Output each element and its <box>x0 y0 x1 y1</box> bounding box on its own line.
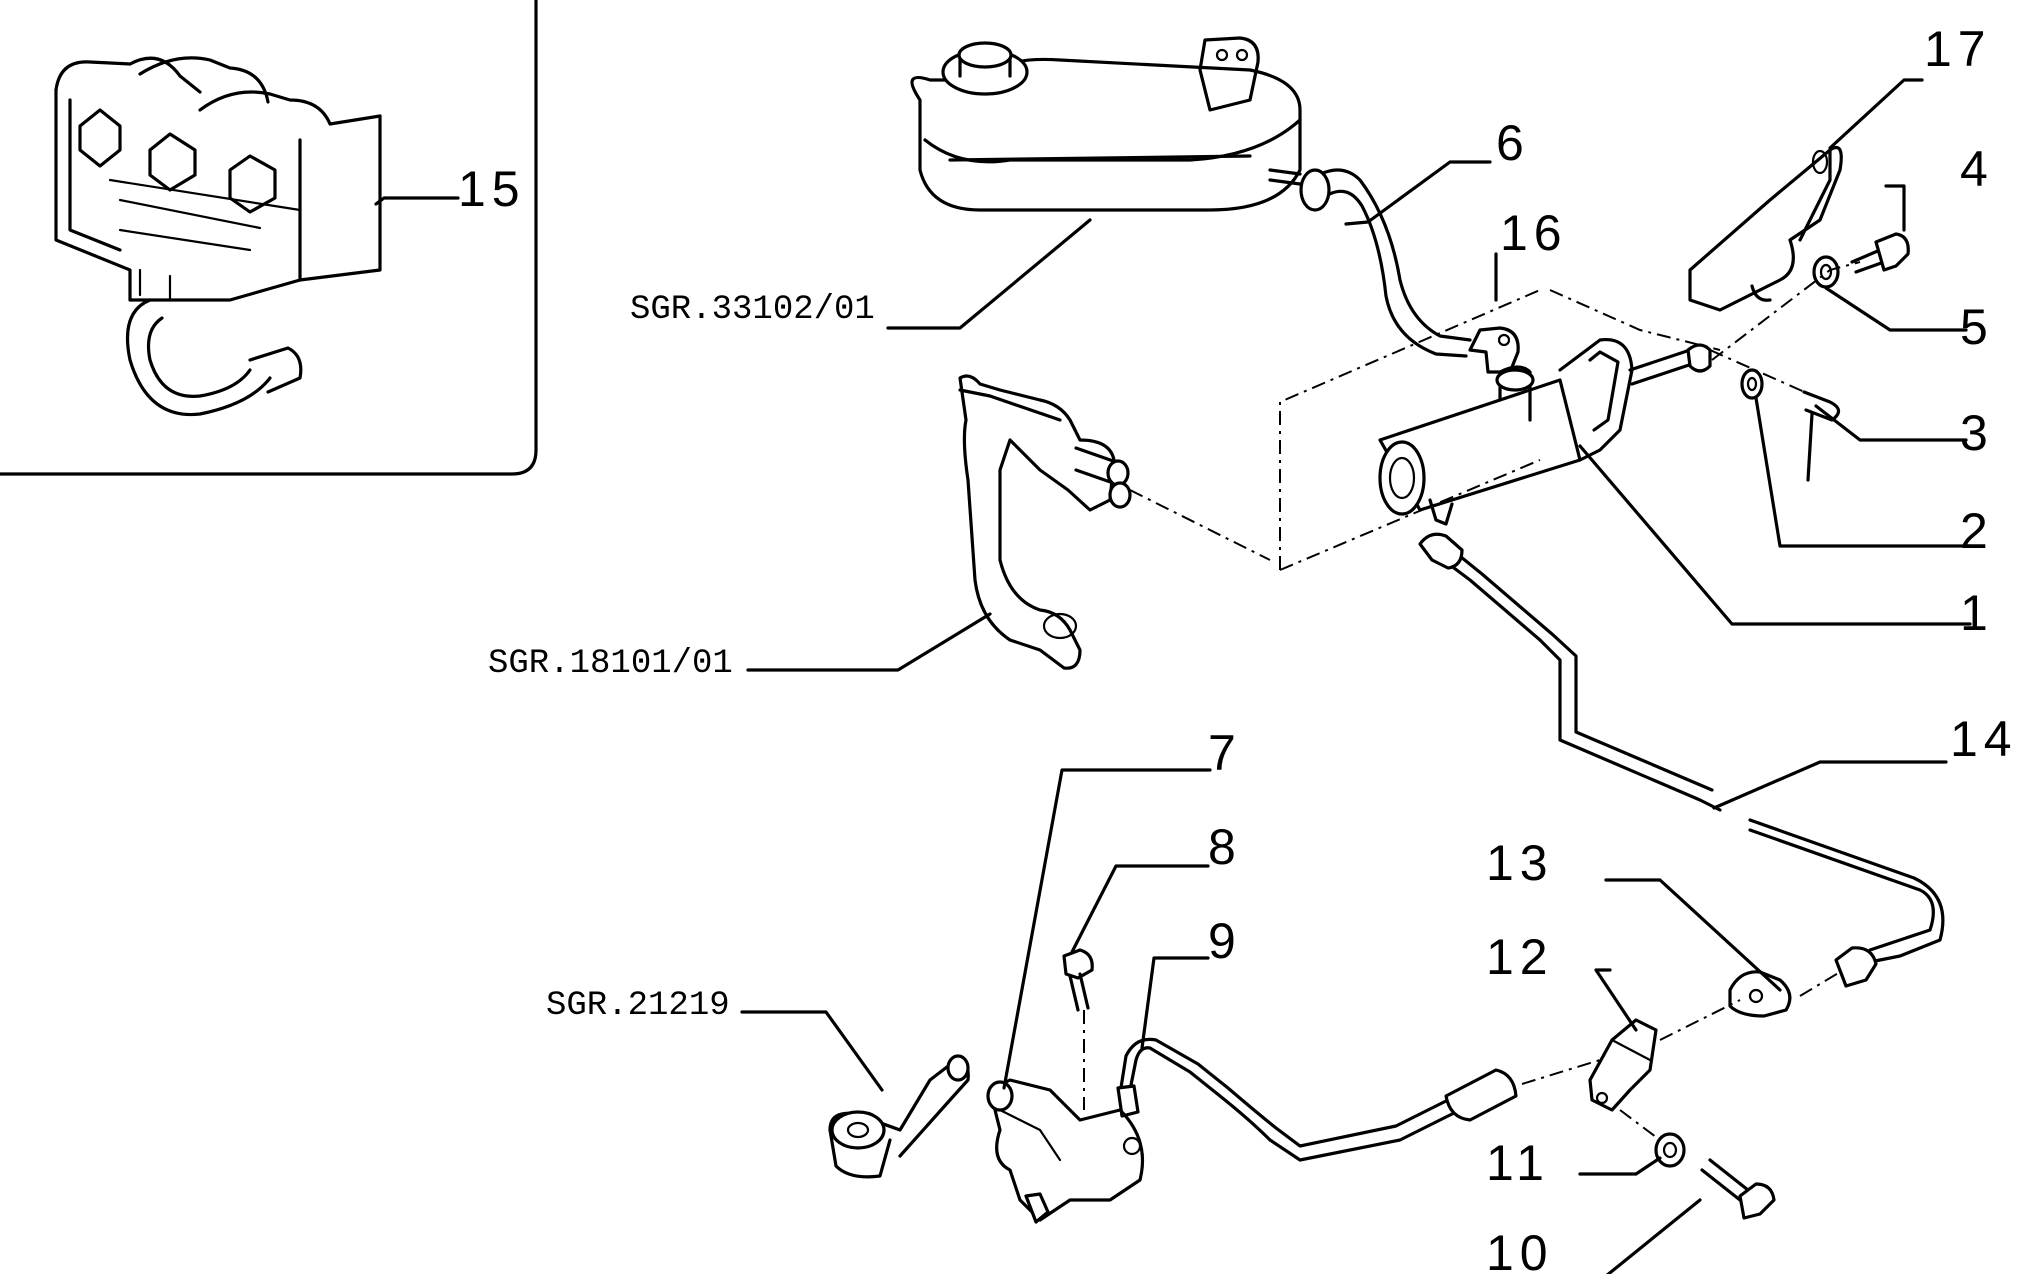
callout-8: 8 <box>1208 819 1242 875</box>
callout-6: 6 <box>1496 115 1530 171</box>
callout-11: 11 <box>1486 1135 1550 1191</box>
callout-7: 7 <box>1208 725 1242 781</box>
callout-13: 13 <box>1486 835 1554 891</box>
part-2-washer <box>1740 368 1764 400</box>
part-15-pipe-clip <box>54 56 382 417</box>
fork-lever <box>828 1054 970 1179</box>
callout-2: 2 <box>1960 503 1994 559</box>
reference-codes: SGR.33102/01 SGR.18101/01 SGR.21219 <box>488 291 875 1025</box>
clutch-pedal <box>958 374 1132 670</box>
assembly-lines <box>1083 261 1861 1141</box>
ref-fork-lever: SGR.21219 <box>546 987 730 1025</box>
part-12-bracket <box>1588 1018 1658 1112</box>
callout-labels: 15 6 16 17 4 5 3 2 1 14 7 8 9 13 12 11 1… <box>458 21 2018 1274</box>
leader-lines <box>374 78 1972 1274</box>
part-8-screw <box>1062 948 1094 1012</box>
callout-12: 12 <box>1486 929 1554 985</box>
part-13-clip <box>1728 970 1792 1018</box>
part-5-washer <box>1812 255 1840 289</box>
part-9-flexible-pipe <box>1116 1037 1518 1162</box>
ref-reservoir: SGR.33102/01 <box>630 291 875 329</box>
ref-pedal: SGR.18101/01 <box>488 645 733 683</box>
part-16-connector <box>1468 326 1520 374</box>
part-4-screw <box>1850 232 1910 274</box>
callout-3: 3 <box>1960 405 1994 461</box>
callout-5: 5 <box>1960 299 1994 355</box>
part-14-pipe <box>1418 532 1945 988</box>
callout-14: 14 <box>1950 711 2018 767</box>
reservoir <box>910 36 1302 212</box>
callout-15: 15 <box>458 161 526 217</box>
part-11-washer <box>1654 1132 1686 1168</box>
part-17-bracket <box>1688 145 1843 312</box>
part-6-hose <box>1299 168 1472 358</box>
callout-17: 17 <box>1924 21 1992 77</box>
part-1-master-cylinder <box>1378 337 1712 526</box>
part-7-slave-cylinder <box>986 1078 1145 1224</box>
callout-4: 4 <box>1960 141 1994 197</box>
part-10-screw <box>1700 1158 1776 1220</box>
callout-10: 10 <box>1486 1225 1554 1274</box>
part-3-split-pin <box>1802 390 1841 482</box>
callout-9: 9 <box>1208 913 1242 969</box>
callout-16: 16 <box>1500 205 1568 261</box>
callout-1: 1 <box>1960 585 1994 641</box>
inset-detail-frame <box>0 0 538 476</box>
